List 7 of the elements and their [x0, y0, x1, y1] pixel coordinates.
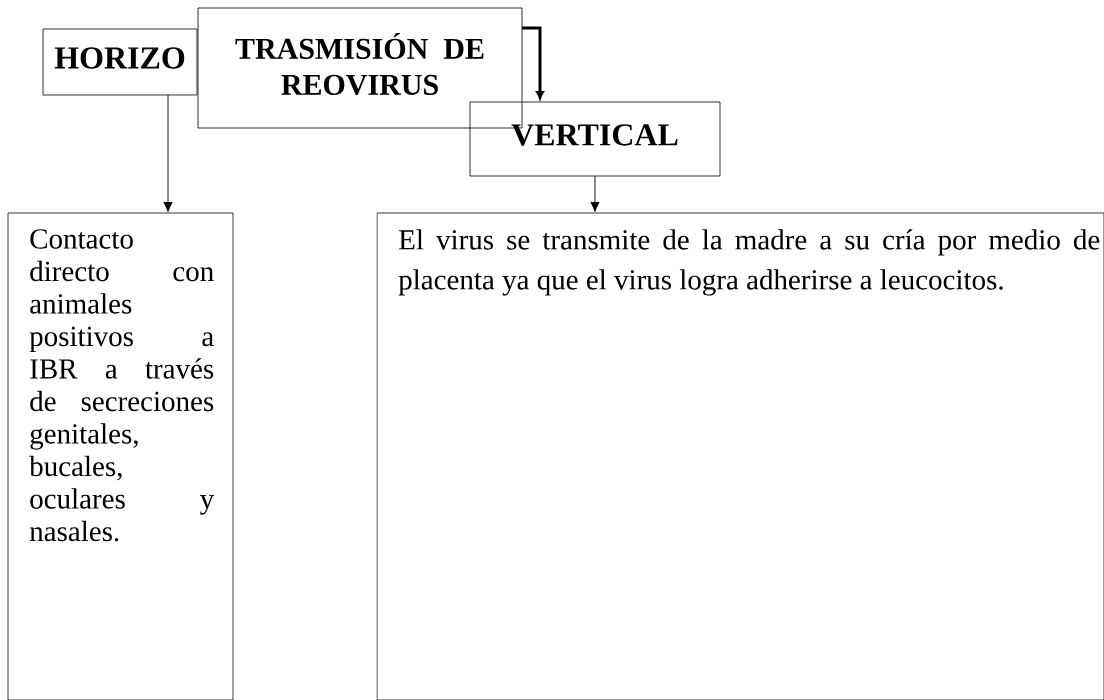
arrow — [163, 94, 173, 212]
category-box: VERTICAL — [469, 101, 721, 177]
category-box: HORIZO — [42, 28, 198, 96]
text-box: El virus se transmite de la madre a su cría por medio de placenta ya que el virus logra adherirse a leucocitos. — [376, 212, 1104, 700]
text-box: Contacto directo con animales positivos a IBR a través de secreciones genitales, bucales, oculares y nasales. — [7, 212, 234, 700]
arrow — [590, 175, 600, 212]
arrow — [522, 26, 544, 100]
